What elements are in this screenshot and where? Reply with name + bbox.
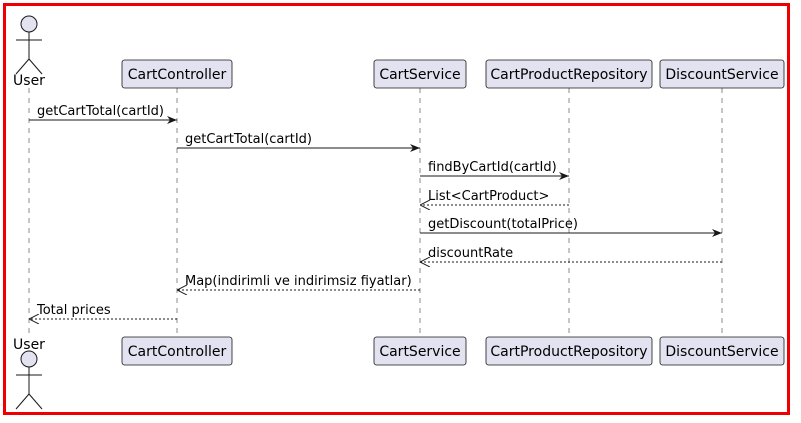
message-label-2: getCartTotal(cartId) [185,132,312,147]
participant-box-top-cartcontroller [121,59,233,89]
participant-box-top-cartservice [373,59,467,89]
message-label-7: Map(indirimli ve indirimsiz fiyatlar) [185,274,412,289]
participant-label-top-cartservice: CartService [379,67,460,83]
actor-top-user [15,15,43,75]
participant-label-bottom-cartproductrepository: CartProductRepository [490,344,647,360]
participant-label-bottom-discountservice: DiscountService [665,344,778,360]
participant-box-bottom-cartservice [373,336,467,366]
participant-label-top-cartproductrepository: CartProductRepository [490,67,647,83]
message-label-4: List<CartProduct> [428,189,549,204]
participant-box-bottom-discountservice [659,336,785,366]
participant-label-top-cartcontroller: CartController [128,67,227,83]
message-label-3: findByCartId(cartId) [428,160,557,175]
actor-label-bottom: User [13,337,45,353]
message-label-6: discountRate [428,246,513,261]
participant-box-bottom-cartcontroller [121,336,233,366]
actor-label-top: User [13,73,45,89]
participant-label-bottom-cartservice: CartService [379,344,460,360]
participant-box-bottom-cartproductrepository [485,336,653,366]
actor-head-icon [20,15,38,33]
participant-label-top-discountservice: DiscountService [665,67,778,83]
actor-bottom-user [15,350,43,410]
participant-label-bottom-cartcontroller: CartController [128,344,227,360]
message-label-5: getDiscount(totalPrice) [428,217,578,232]
participant-box-top-discountservice [659,59,785,89]
participant-box-top-cartproductrepository [485,59,653,89]
message-label-1: getCartTotal(cartId) [37,104,164,119]
actor-head-icon [20,350,38,368]
message-label-8: Total prices [36,303,111,318]
